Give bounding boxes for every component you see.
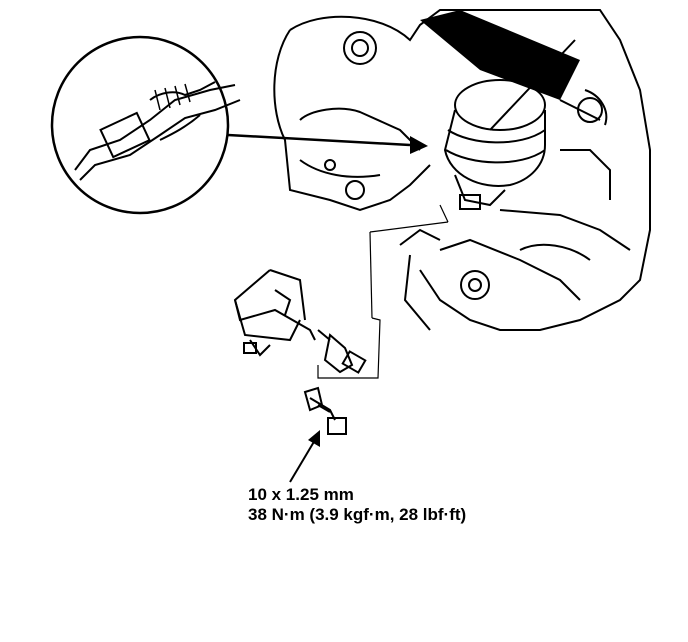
- bolt-size-label: 10 x 1.25 mm: [248, 485, 354, 504]
- leader-lines: [318, 205, 448, 378]
- mount-bracket: [235, 270, 315, 355]
- torque-callout: 10 x 1.25 mm 38 N·m (3.9 kgf·m, 28 lbf·f…: [248, 485, 466, 525]
- detail-magnifier: [52, 37, 240, 213]
- pointer-arrow: [228, 135, 428, 154]
- transmission-housing: [274, 10, 650, 330]
- bolt-lower: [305, 388, 346, 434]
- torque-spec-label: 38 N·m (3.9 kgf·m, 28 lbf·ft): [248, 505, 467, 524]
- drive-shaft: [420, 10, 600, 130]
- bolt-upper: [318, 330, 365, 373]
- callout-arrow: [290, 430, 320, 482]
- cv-joint-boot: [445, 80, 545, 209]
